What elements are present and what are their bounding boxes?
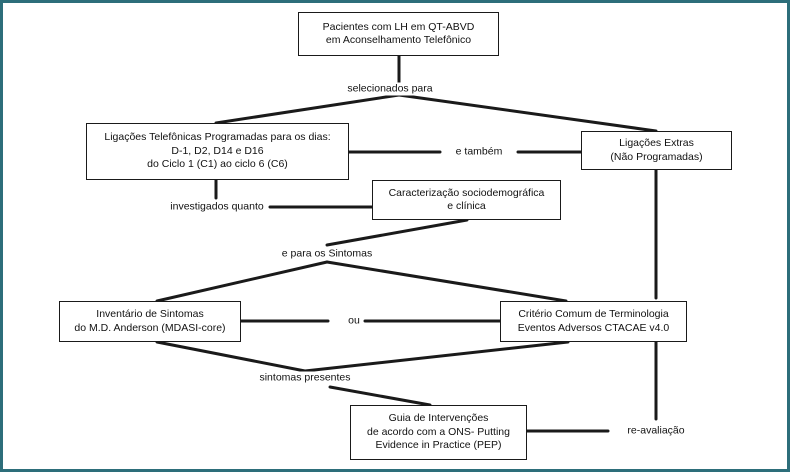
box-pacientes-line-1: Pacientes com LH em QT-ABVD (322, 20, 475, 33)
box-guia-line-3: Evidence in Practice (PEP) (375, 439, 502, 452)
label-selecionados-para: selecionados para (344, 82, 436, 96)
box-criterio-line-2: Eventos Adversos CTACAE v4.0 (517, 321, 670, 334)
box-guia-line-1: Guia de Intervenções (388, 412, 489, 425)
box-pacientes: Pacientes com LH em QT-ABVD em Aconselha… (298, 12, 499, 56)
line-caracterizacao-down (325, 218, 469, 247)
label-investigados-quanto: investigados quanto (167, 200, 267, 214)
line-sintomas-right (325, 260, 568, 303)
box-ligacoes-extras-line-1: Ligações Extras (619, 137, 694, 149)
box-inventario: Inventário de Sintomas do M.D. Anderson … (59, 301, 241, 342)
box-inventario-line-1: Inventário de Sintomas (96, 308, 204, 320)
box-criterio: Critério Comum de Terminologia Eventos A… (500, 301, 687, 342)
box-ligacoes-extras-line-2: (Não Programadas) (610, 150, 703, 163)
label-sintomas-presentes: sintomas presentes (256, 371, 354, 385)
line-presentes-down (328, 385, 432, 407)
line-inventario-down (155, 340, 307, 373)
label-re-avaliacao: re-avaliação (624, 424, 688, 438)
box-ligacoes-programadas-line-3: do Ciclo 1 (C1) ao ciclo 6 (C6) (147, 158, 288, 171)
label-e-para-os-sintomas: e para os Sintomas (278, 247, 376, 261)
box-ligacoes-programadas: Ligações Telefônicas Programadas para os… (86, 123, 349, 180)
box-ligacoes-extras: Ligações Extras (Não Programadas) (581, 131, 732, 170)
line-sintomas-left (155, 260, 329, 303)
line-selecionados-left (214, 93, 401, 125)
line-criterio-down (303, 340, 570, 373)
box-ligacoes-programadas-line-2: D-1, D2, D14 e D16 (171, 144, 264, 157)
box-criterio-line-1: Critério Comum de Terminologia (518, 308, 669, 320)
box-guia: Guia de Intervenções de acordo com a ONS… (350, 405, 527, 460)
label-ou: ou (345, 314, 363, 328)
box-caracterizacao-line-1: Caracterização sociodemográfica (388, 186, 545, 199)
box-pacientes-line-2: em Aconselhamento Telefônico (325, 34, 472, 46)
box-caracterizacao: Caracterização sociodemográfica e clínic… (372, 180, 561, 220)
box-ligacoes-programadas-line-1: Ligações Telefônicas Programadas para os… (104, 131, 331, 144)
box-caracterizacao-line-2: e clínica (447, 200, 486, 212)
box-guia-line-2: de acordo com a ONS- Putting (367, 425, 510, 438)
line-selecionados-right (397, 93, 658, 133)
box-inventario-line-2: do M.D. Anderson (MDASI-core) (74, 321, 226, 334)
label-e-tambem: e também (452, 145, 506, 159)
